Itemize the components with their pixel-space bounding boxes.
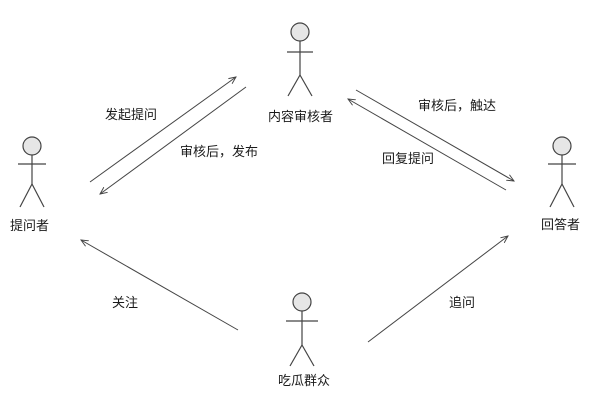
deliver-arrow [355,89,514,181]
ask-arrow [89,77,236,183]
followup-edge-label: 追问 [449,296,476,311]
publish-edge-label: 审核后，发布 [180,145,259,160]
reply-arrow [348,99,507,191]
answerer-actor-icon [548,136,576,208]
moderator-label: 内容审核者 [268,110,334,125]
asker-label: 提问者 [10,219,50,234]
publish-arrow [100,86,247,194]
deliver-edge-label: 审核后，触达 [418,99,497,114]
follow-arrow [81,240,239,331]
answerer-label: 回答者 [541,218,581,233]
audience-label: 吃瓜群众 [278,374,331,389]
followup-arrow [367,236,508,343]
audience-actor-icon [286,292,318,367]
follow-edge-label: 关注 [112,296,139,311]
reply-edge-label: 回复提问 [382,152,435,167]
moderator-actor-icon [287,22,313,97]
ask-edge-label: 发起提问 [105,108,158,123]
asker-actor-icon [18,136,46,208]
